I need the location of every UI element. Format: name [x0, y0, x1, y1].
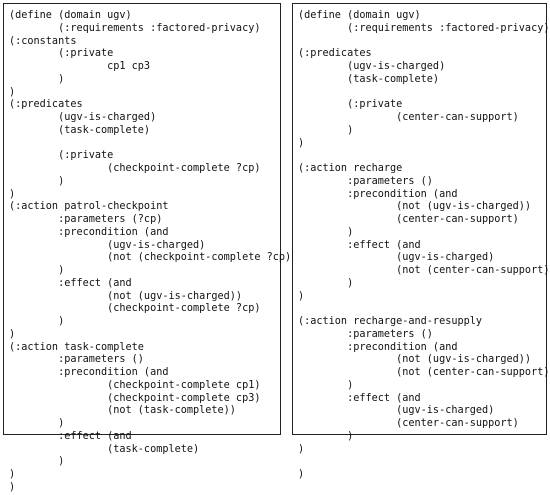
code-line: :precondition (and: [298, 341, 458, 353]
code-line: (not (center-can-support)): [298, 265, 550, 276]
code-line: :parameters (): [298, 175, 433, 187]
code-line: ): [9, 481, 16, 493]
code-line: ): [9, 316, 65, 327]
code-line: :parameters (): [298, 328, 433, 340]
code-line: (:requirements :factored-privacy): [9, 22, 261, 34]
code-line: (define (domain ugv): [298, 10, 421, 21]
code-line: (ugv-is-charged): [298, 405, 495, 417]
code-line: ): [298, 469, 305, 480]
code-line: (:constants: [9, 35, 77, 47]
code-line: [298, 87, 546, 100]
code-line: ): [9, 175, 65, 187]
code-line: (task-complete): [9, 124, 151, 136]
code-line: ): [298, 226, 354, 238]
code-line: (:action task-complete: [9, 341, 144, 353]
code-line: (not (task-complete)): [9, 405, 236, 417]
code-line: :effect (and: [298, 392, 421, 404]
left-code-panel: (define (domain ugv) (:requirements :fac…: [3, 3, 297, 493]
code-line: (:private: [9, 48, 114, 60]
code-line: :effect (and: [9, 277, 132, 289]
code-line: (center-can-support): [298, 214, 519, 225]
code-line: (checkpoint-complete cp1): [9, 379, 261, 391]
code-line: ): [9, 73, 65, 85]
code-line: :effect (and: [298, 239, 421, 251]
code-line: (:private: [9, 150, 114, 162]
code-line: [9, 138, 280, 151]
code-line: ): [298, 379, 354, 391]
code-line: :precondition (and: [9, 226, 169, 238]
code-line: cp1 cp3: [9, 61, 151, 72]
code-line: (ugv-is-charged): [298, 252, 495, 264]
code-line: (:action recharge: [298, 163, 403, 174]
code-line: (:action patrol-checkpoint: [9, 201, 169, 213]
code-line: [298, 150, 546, 163]
code-line: (:private: [298, 99, 403, 111]
code-line: :precondition (and: [298, 188, 458, 200]
code-line: (:requirements :factored-privacy): [298, 22, 550, 34]
code-line: (task-complete): [298, 73, 440, 85]
code-line: ): [298, 430, 354, 442]
code-line: ): [9, 328, 16, 340]
code-line: ): [9, 265, 65, 276]
code-line: (ugv-is-charged): [9, 112, 157, 123]
code-line: [298, 456, 546, 469]
code-line: (not (ugv-is-charged)): [9, 290, 243, 302]
code-line: (:action recharge-and-resupply: [298, 316, 483, 327]
code-line: ): [9, 188, 16, 200]
code-line: ): [298, 137, 305, 149]
code-line: ): [298, 124, 354, 136]
code-line: (center-can-support): [298, 418, 519, 429]
code-line: (:predicates: [9, 99, 83, 111]
code-line: ): [9, 469, 16, 480]
code-line: (checkpoint-complete cp3): [9, 392, 261, 404]
code-line: (ugv-is-charged): [298, 61, 446, 72]
code-line: ): [9, 418, 65, 429]
code-line: (not (checkpoint-complete ?cp)): [9, 252, 298, 264]
code-line: ): [9, 456, 65, 468]
code-line: (not (ugv-is-charged)): [298, 201, 532, 213]
code-line: ): [9, 86, 16, 98]
code-line: (not (ugv-is-charged)): [298, 354, 532, 366]
code-line: (checkpoint-complete ?cp): [9, 303, 261, 315]
code-line: (not (center-can-support)): [298, 367, 550, 378]
code-line: (center-can-support): [298, 112, 519, 123]
code-line: :parameters (?cp): [9, 214, 163, 225]
code-line: (task-complete): [9, 443, 200, 455]
code-line: (checkpoint-complete ?cp): [9, 163, 261, 174]
right-code-block: (define (domain ugv) (:requirements :fac…: [293, 4, 550, 482]
code-line: :parameters (): [9, 354, 144, 366]
code-line: :precondition (and: [9, 367, 169, 378]
code-line: :effect (and: [9, 430, 132, 442]
code-line: (define (domain ugv): [9, 10, 132, 21]
code-line: ): [298, 290, 305, 302]
left-code-block: (define (domain ugv) (:requirements :fac…: [4, 4, 298, 495]
code-line: [298, 303, 546, 316]
code-line: ): [298, 277, 354, 289]
code-line: ): [298, 443, 305, 455]
code-line: (ugv-is-charged): [9, 239, 206, 251]
code-line: [298, 36, 546, 49]
code-line: (:predicates: [298, 48, 372, 60]
right-code-panel: (define (domain ugv) (:requirements :fac…: [292, 3, 550, 480]
